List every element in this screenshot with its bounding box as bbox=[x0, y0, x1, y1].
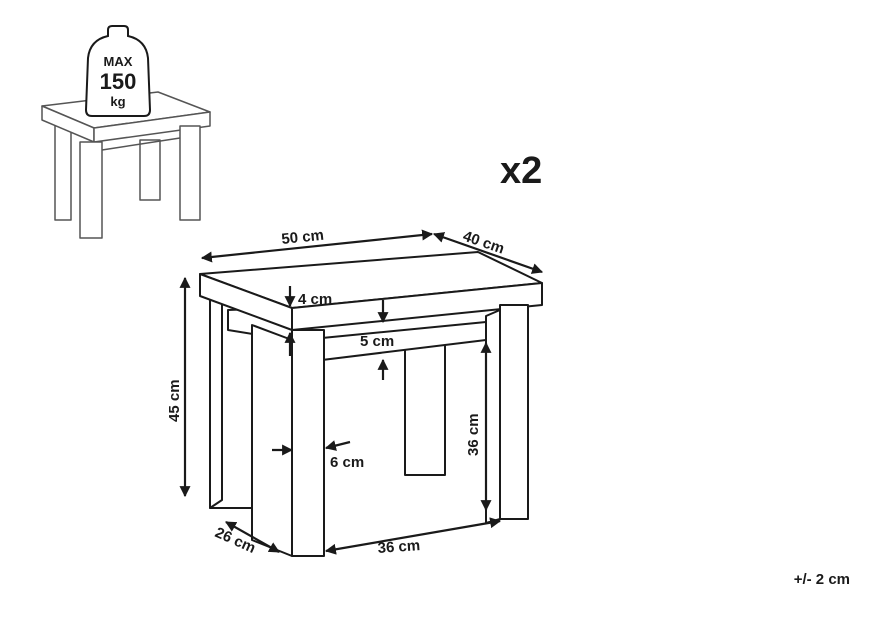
badge-line3: kg bbox=[110, 94, 125, 109]
width-arrow bbox=[200, 229, 434, 263]
apron-height-label: 5 cm bbox=[360, 333, 394, 350]
weight-badge-icon: MAX 150 kg bbox=[84, 25, 152, 117]
quantity-label: x2 bbox=[500, 150, 542, 192]
leg-width-label: 6 cm bbox=[330, 454, 364, 471]
leg-width-arrow-left bbox=[324, 440, 351, 451]
inner-width-label: 36 cm bbox=[377, 537, 421, 557]
top-thickness-label: 4 cm bbox=[298, 291, 332, 308]
leg-height-label: 36 cm bbox=[465, 413, 482, 456]
inner-width-arrow bbox=[324, 517, 502, 555]
width-label: 50 cm bbox=[281, 227, 325, 248]
badge-line1: MAX bbox=[104, 54, 133, 69]
depth-arrow bbox=[432, 232, 544, 274]
height-label: 45 cm bbox=[166, 379, 183, 422]
main-stool bbox=[199, 251, 543, 557]
tolerance-note: +/- 2 cm bbox=[793, 571, 850, 588]
inner-depth-arrow bbox=[225, 521, 280, 553]
badge-line2: 150 bbox=[100, 69, 137, 94]
